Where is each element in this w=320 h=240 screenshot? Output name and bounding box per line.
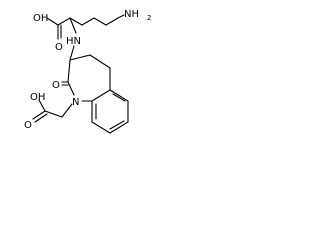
- bond-cooh-bottom-o-1: [32, 110, 46, 120]
- atom-labels: OH O HN NH 2 O N OH O: [24, 9, 151, 131]
- label-acid-top-o: O: [55, 42, 63, 53]
- bond-c1-c2: [81, 17, 95, 26]
- bond-benz-4: [109, 121, 129, 134]
- label-acid-bottom-oh: OH: [30, 92, 45, 103]
- structure-canvas: OH O HN NH 2 O N OH O: [0, 0, 159, 148]
- bond-benz-inner-2: [109, 120, 125, 130]
- bond-n1-ch2: [61, 103, 73, 118]
- bond-ch2-cooh: [44, 110, 63, 118]
- label-acid-top-oh: OH: [33, 13, 48, 24]
- label-terminal-amine-sub: 2: [147, 14, 151, 22]
- bond-alpha-c1: [69, 17, 83, 26]
- bond-benz-inner-1: [112, 93, 126, 102]
- bond-c3-c4: [105, 17, 119, 26]
- label-terminal-amine-n: NH: [124, 9, 139, 20]
- bond-cooh-bottom-oh: [38, 99, 46, 112]
- label-amine-nh: HN: [66, 36, 81, 47]
- bond-benz-1: [91, 89, 111, 102]
- label-ring-n: N: [72, 97, 79, 108]
- bond-cooh-bottom-o-2: [34, 113, 48, 123]
- bond-alpha-nh: [69, 17, 77, 34]
- bond-c2-c3: [93, 17, 107, 26]
- bond-cooh-top-c-oh: [46, 17, 59, 26]
- bonds: [32, 14, 129, 134]
- bond-benz-2: [109, 89, 129, 102]
- bond-c3-c4r: [69, 54, 91, 61]
- bond-c4-n: [117, 14, 125, 19]
- bond-nh-c3: [69, 45, 75, 61]
- bond-benz-5: [91, 121, 111, 134]
- bond-c3-c2: [67, 59, 71, 83]
- bond-c4r-c5r: [89, 54, 111, 69]
- bond-c2-n1: [67, 81, 75, 96]
- bond-cooh-c-alpha: [57, 17, 71, 26]
- label-acid-bottom-o: O: [24, 120, 32, 131]
- label-ring-oxo: O: [52, 80, 60, 91]
- molecule-diagram: OH O HN NH 2 O N OH O: [24, 9, 151, 134]
